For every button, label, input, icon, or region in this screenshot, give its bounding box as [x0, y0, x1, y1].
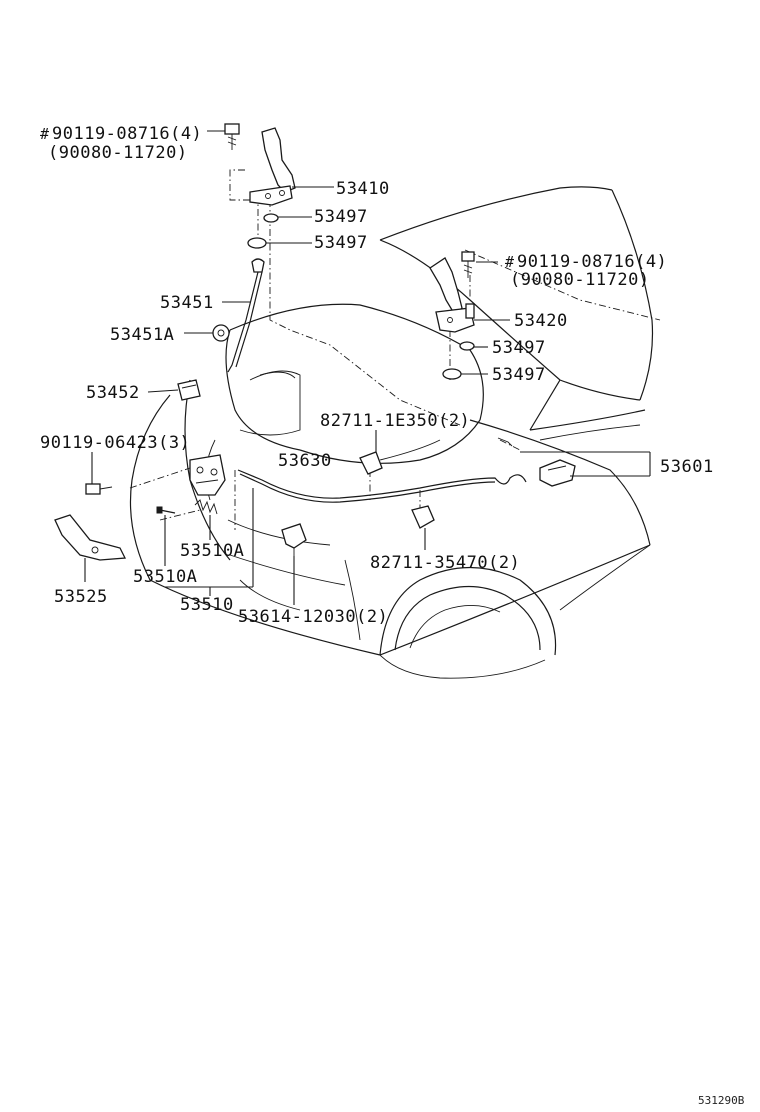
car-body-outline — [129, 186, 654, 679]
lock-bolt — [85, 483, 113, 495]
hood-hinge-left — [249, 127, 296, 206]
lock-bracket — [54, 514, 127, 561]
cable-clamp-upper — [359, 451, 383, 475]
cable-clamp-lower — [411, 505, 435, 529]
label-release-lever: 53601 — [660, 457, 714, 477]
lock-clip — [281, 523, 307, 556]
release-lever — [539, 459, 576, 487]
label-hinge-right: 53420 — [514, 311, 568, 331]
label-hinge-bolt-right: 90119-08716(4) — [517, 252, 667, 272]
label-hinge-bolt-left: 90119-08716(4) — [52, 124, 202, 144]
label-lock-assembly: 53510 — [180, 595, 234, 615]
hood-lock-assembly — [189, 454, 226, 496]
label-support-rod: 53451 — [160, 293, 214, 313]
label-hinge-bolt-left-alt: (90080-11720) — [48, 143, 188, 163]
cushion-washers-right — [442, 341, 475, 380]
label-lock-bracket: 53525 — [54, 587, 108, 607]
label-cushion-1: 53497 — [314, 207, 368, 227]
label-rod-grommet: 53451A — [110, 325, 174, 345]
hood-hinge-right — [429, 257, 475, 333]
bolt-mark-left: # — [40, 125, 49, 143]
hinge-bolt-right — [461, 251, 475, 278]
bolt-mark-right: # — [505, 253, 514, 271]
labels: # 90119-08716(4) (90080-11720) 53410 534… — [40, 124, 745, 1107]
label-hinge-left: 53410 — [336, 179, 390, 199]
hood-support-rod — [227, 258, 265, 373]
label-rod-holder: 53452 — [86, 383, 140, 403]
label-clip-upper: 82711-1E350(2) — [320, 411, 470, 431]
release-cable — [237, 437, 527, 503]
label-cable-clamp-lower: 82711-35470(2) — [370, 553, 520, 573]
label-lock-spring: 53510A — [180, 541, 244, 561]
label-release-cable: 53630 — [278, 451, 332, 471]
label-lock-bolt: 90119-06423(3) — [40, 433, 190, 453]
rod-holder — [177, 379, 201, 401]
hinge-bolt-left — [224, 123, 240, 150]
label-lock-pin: 53510A — [133, 567, 197, 587]
lock-spring — [194, 499, 218, 515]
label-hinge-bolt-right-alt: (90080-11720) — [510, 270, 650, 290]
lock-pin — [156, 506, 176, 514]
label-lock-clip: 53614-12030(2) — [238, 607, 388, 627]
leader-lines — [84, 130, 651, 605]
label-cushion-3: 53497 — [492, 338, 546, 358]
label-cushion-4: 53497 — [492, 365, 546, 385]
label-cushion-2: 53497 — [314, 233, 368, 253]
rod-grommet — [212, 324, 230, 342]
assembly-lines — [129, 169, 661, 530]
figure-code: 531290B — [698, 1094, 745, 1107]
